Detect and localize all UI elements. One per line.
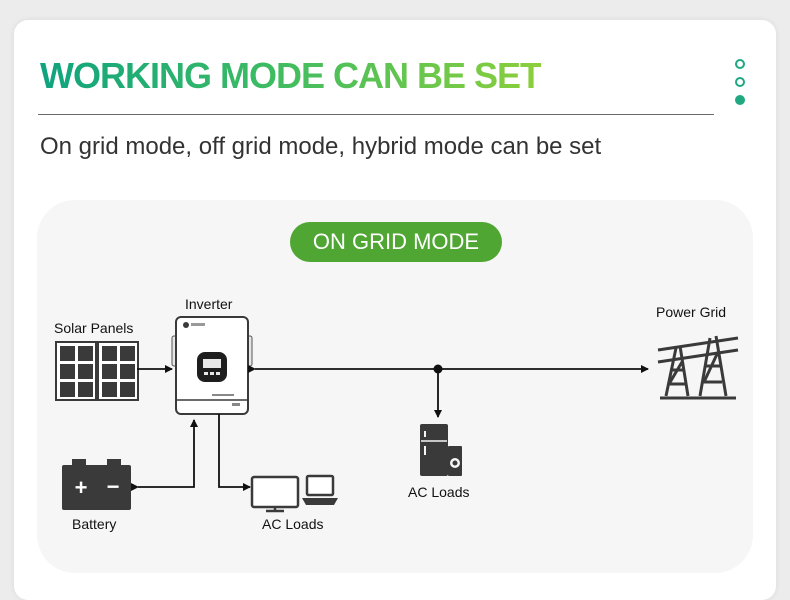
power-grid-tower-icon [657,335,739,400]
power-grid-label: Power Grid [656,304,727,320]
monitor-icon [250,475,300,513]
battery-minus-symbol: − [107,474,120,499]
ac-loads-center-label: AC Loads [408,484,470,500]
diagram-panel [37,200,753,573]
inverter-icon [171,316,253,415]
system-diagram: + − [55,316,739,513]
title-divider [38,114,714,115]
page-title: WORKING MODE CAN BE SET [40,52,542,100]
inverter-label: Inverter [185,296,233,312]
decor-dot-filled [735,95,745,105]
page-subtitle: On grid mode, off grid mode, hybrid mode… [40,133,602,160]
diagram-connectors [131,365,649,491]
laptop-icon [302,474,338,505]
washing-machine-icon [448,446,462,476]
solar-panels-label: Solar Panels [54,320,134,336]
mode-badge: ON GRID MODE [290,222,502,262]
arrow-battery-inverter [131,419,198,491]
battery-plus-symbol: + [75,475,88,500]
fridge-icon [420,424,448,476]
ac-loads-left-label: AC Loads [262,516,324,532]
battery-icon: + − [62,459,131,510]
decor-dot-outline-2 [735,77,745,87]
decor-dot-outline-1 [735,59,745,69]
solar-panels-icon [55,341,139,401]
arrow-inverter-to-ac-loads-left [218,414,251,491]
battery-label: Battery [72,516,117,532]
junction-dot [433,364,443,374]
